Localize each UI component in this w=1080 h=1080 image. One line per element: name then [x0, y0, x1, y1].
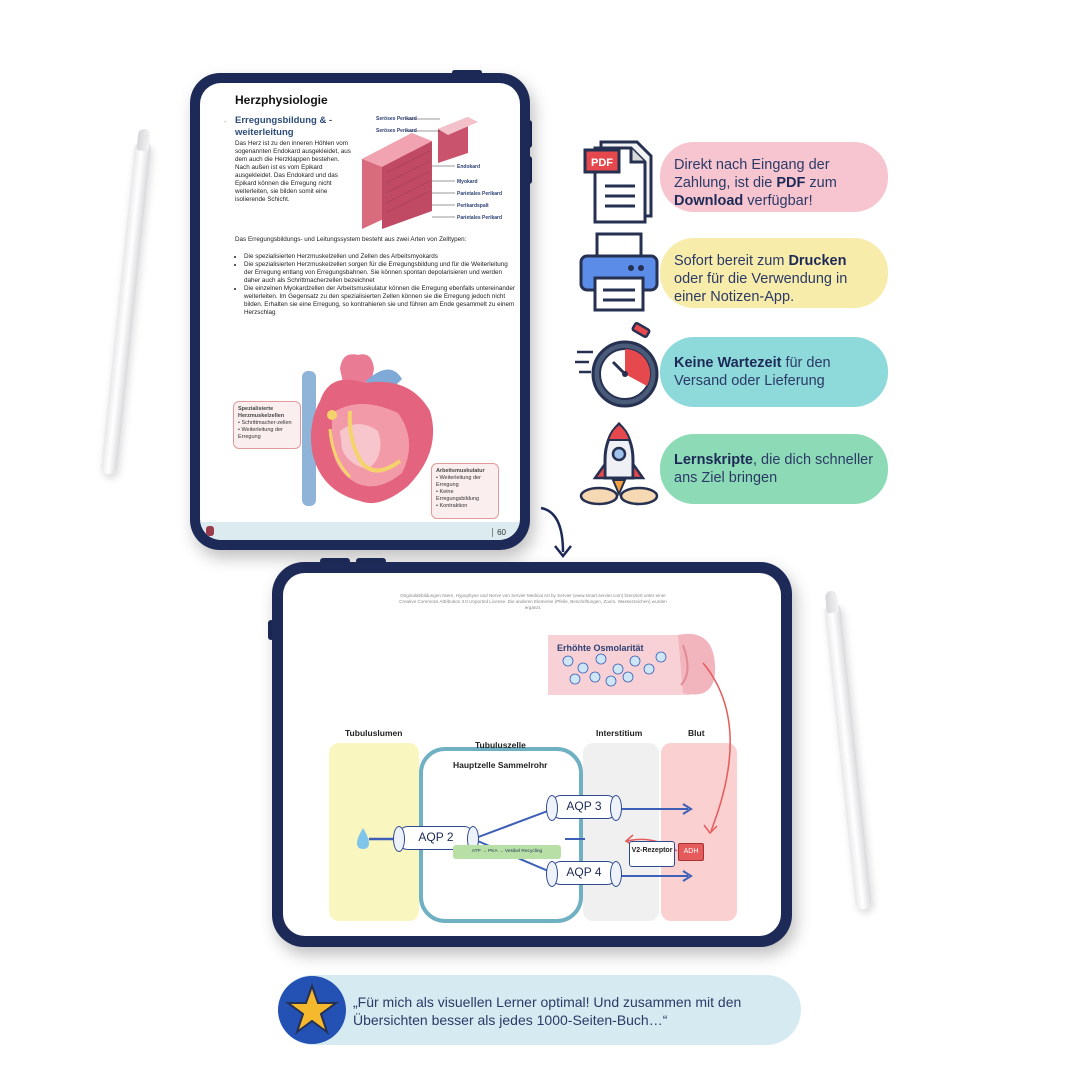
list-item: Die spezialisierten Herzmuskelzellen und…	[244, 253, 515, 261]
layer-label: Endokard	[457, 164, 481, 170]
list-item: Die spezialisierten Herzmuskelzellen sor…	[244, 261, 515, 285]
signaling-pathway: ATP → PKA → Vesikel Recycling	[453, 845, 561, 859]
aquaporin-4: AQP 4	[546, 860, 622, 887]
bullet-list: Die spezialisierten Herzmuskelzellen und…	[235, 253, 515, 317]
stylus-pen	[823, 602, 873, 910]
osmolarity-label: Erhöhte Osmolarität	[557, 643, 644, 653]
layer-label: Perikardspalt	[457, 203, 489, 209]
aquaporin-2: AQP 2	[393, 825, 479, 852]
callout-specialized-cells: Spezialisierte Herzmuskelzellen • Schrit…	[233, 401, 301, 449]
section-heading: Erregungsbildung & -weiterleitung	[235, 115, 333, 138]
callout-item: • Schrittmacher-zellen	[238, 420, 292, 426]
callout-item: • Keine Erregungsbildung	[436, 489, 480, 502]
heart-illustration	[302, 354, 434, 506]
tablet-document-preview: Herzphysiologie - Erregungsbildung & -we…	[190, 73, 530, 550]
bullet-dash: -	[224, 119, 227, 126]
v2-receptor: V2-Rezeptor	[629, 841, 675, 867]
layer-label: Parietales Perikard	[457, 215, 503, 221]
callout-title: Arbeitsmuskulatur	[436, 468, 485, 474]
printer-icon	[579, 232, 659, 312]
layer-label: Seröses Perikard	[376, 128, 417, 134]
callout-item: • Weiterleitung der Erregung	[238, 427, 283, 440]
layer-label: Parietales Perikard	[457, 191, 503, 197]
curved-arrow-icon	[540, 506, 572, 559]
rocket-icon	[579, 421, 659, 506]
tablet-side-button	[268, 620, 274, 640]
feature-no-wait: Keine Wartezeit für den Versand oder Lie…	[660, 337, 888, 407]
pdf-file-icon: PDF	[583, 140, 653, 224]
callout-working-muscle: Arbeitsmuskulatur • Weiterleitung der Er…	[431, 463, 499, 519]
adh-hormone: ADH	[678, 843, 704, 861]
aquaporin-diagram	[329, 633, 737, 923]
intro-paragraph: Das Herz ist zu den inneren Höhlen vom s…	[235, 140, 351, 203]
tablet-top-button	[356, 558, 386, 564]
stopwatch-icon	[575, 322, 659, 408]
stylus-pen	[100, 140, 152, 475]
cell-label: Hauptzelle Sammelrohr	[453, 760, 548, 770]
page-footer: 60	[200, 522, 520, 540]
document-page: Herzphysiologie - Erregungsbildung & -we…	[200, 83, 520, 540]
layer-label: Seröses Perikard	[376, 116, 417, 122]
testimonial-quote: „Für mich als visuellen Lerner optimal! …	[353, 994, 742, 1028]
feature-print-ready: Sofort bereit zum Drucken oder für die V…	[660, 238, 888, 308]
callout-item: • Weiterleitung der Erregung	[436, 475, 481, 488]
column-label: Tubuluslumen	[345, 728, 403, 738]
tablet-top-button	[452, 70, 482, 75]
layer-label: Myokard	[457, 179, 478, 185]
heart-logo-icon	[206, 526, 214, 536]
heart-wall-layers-illustration	[362, 117, 478, 229]
tablet-diagram-preview: Originalabbildungen Niere, Hypophyse und…	[272, 562, 792, 947]
callout-title: Spezialisierte Herzmuskelzellen	[238, 406, 285, 419]
body-intro: Das Erregungsbildungs- und Leitungssyste…	[235, 236, 467, 243]
column-label: Tubuluszelle	[475, 740, 526, 750]
page-number: 60	[492, 528, 506, 537]
svg-text:PDF: PDF	[591, 157, 613, 169]
tablet-top-button	[320, 558, 350, 564]
list-item: Die einzelnen Myokardzellen der Arbeitsm…	[244, 285, 515, 317]
testimonial-banner: „Für mich als visuellen Lerner optimal! …	[278, 975, 801, 1045]
page-title: Herzphysiologie	[235, 93, 328, 107]
feature-instant-download: Direkt nach Eingang der Zahlung, ist die…	[660, 142, 888, 212]
column-label: Interstitium	[596, 728, 643, 738]
diagram-page: Originalabbildungen Niere, Hypophyse und…	[283, 573, 781, 936]
column-label: Blut	[688, 728, 705, 738]
feature-learning-scripts: Lernskripte, die dich schneller ans Ziel…	[660, 434, 888, 504]
image-credit: Originalabbildungen Niere, Hypophyse und…	[399, 593, 667, 610]
aquaporin-3: AQP 3	[546, 794, 622, 821]
callout-item: • Kontraktion	[436, 503, 468, 509]
star-icon	[278, 976, 346, 1044]
